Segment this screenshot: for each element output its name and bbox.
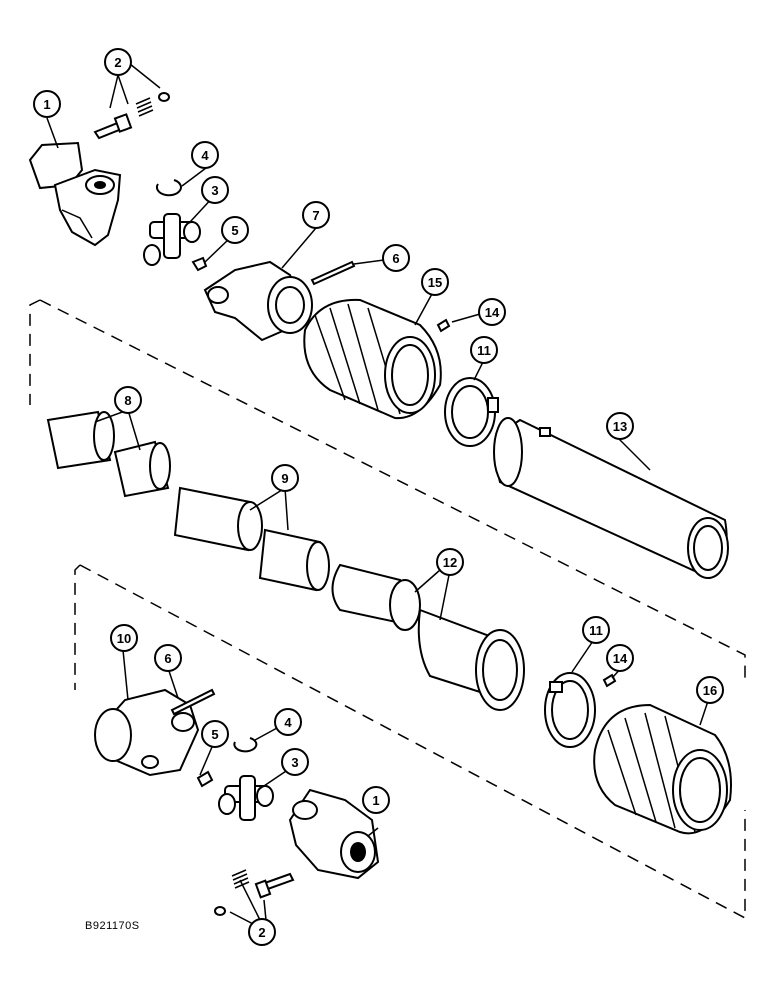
dashed-group-outline-upper (29, 299, 746, 678)
callout-number: 12 (443, 555, 457, 570)
callout-number: 6 (164, 651, 171, 666)
callout-bubble: 11 (582, 616, 610, 644)
leader-lines (46, 63, 711, 926)
callout-number: 4 (201, 148, 209, 163)
dashed-group-outline-lower (74, 564, 746, 920)
part-bellows-upper (303, 298, 442, 420)
part-inner-yoke-upper (203, 260, 313, 342)
callout-bubble: 5 (201, 720, 229, 748)
part-cross-lower (218, 775, 274, 821)
callout-bubble: 6 (382, 244, 410, 272)
callout-number: 11 (477, 343, 491, 358)
part-profile-tube-9 (173, 486, 330, 592)
callout-bubble: 3 (201, 176, 229, 204)
part-inner-yoke-lower (94, 688, 200, 777)
callout-number: 4 (284, 715, 292, 730)
part-pin-upper (310, 260, 356, 286)
callout-number: 1 (43, 97, 50, 112)
callout-bubble: 13 (606, 412, 634, 440)
callout-bubble: 7 (302, 201, 330, 229)
callout-bubble: 6 (154, 644, 182, 672)
callout-bubble: 4 (274, 708, 302, 736)
callout-number: 16 (703, 683, 717, 698)
part-screw-upper (436, 318, 451, 333)
callout-number: 6 (392, 251, 399, 266)
callout-number: 7 (312, 208, 319, 223)
callout-bubble: 5 (221, 216, 249, 244)
callout-bubble: 8 (114, 386, 142, 414)
callout-bubble: 2 (248, 918, 276, 946)
callout-bubble: 1 (362, 786, 390, 814)
callout-number: 8 (124, 393, 131, 408)
callout-number: 3 (291, 755, 298, 770)
part-bolt-spring-washer-upper (93, 92, 170, 140)
callout-number: 15 (428, 275, 442, 290)
callout-number: 14 (485, 305, 500, 320)
part-profile-tube-8 (46, 410, 171, 498)
part-snap-ring-lower (233, 737, 258, 753)
part-bellows-lower (593, 703, 732, 835)
callout-number: 2 (114, 55, 121, 70)
callout-bubble: 3 (281, 748, 309, 776)
part-bolt-spring-washer-lower (214, 869, 295, 916)
callout-bubble: 16 (696, 676, 724, 704)
callout-bubble: 11 (470, 336, 498, 364)
callout-number: 5 (231, 223, 238, 238)
callout-bubble: 4 (191, 141, 219, 169)
callout-bubble: 15 (421, 268, 449, 296)
part-grease-fitting-lower (196, 770, 214, 788)
callout-number: 5 (211, 727, 218, 742)
callout-number: 2 (258, 925, 265, 940)
part-yoke-lower (288, 788, 380, 880)
callout-number: 13 (613, 419, 627, 434)
callout-number: 14 (613, 651, 628, 666)
callout-bubble: 14 (606, 644, 634, 672)
part-cross-upper (143, 213, 201, 266)
callout-number: 1 (372, 793, 379, 808)
callout-number: 9 (281, 471, 288, 486)
callout-bubble: 2 (104, 48, 132, 76)
callout-number: 3 (211, 183, 218, 198)
figure-id: B921170S (85, 920, 140, 932)
callout-bubble: 10 (110, 624, 138, 652)
part-yoke-upper (28, 141, 122, 247)
callout-bubble: 9 (271, 464, 299, 492)
part-profile-tube-12 (331, 563, 525, 711)
part-pin-lower (170, 688, 216, 716)
callout-number: 11 (589, 623, 603, 638)
part-bearing-ring-upper (444, 377, 499, 447)
part-grease-fitting-upper (191, 256, 208, 272)
callout-bubble: 14 (478, 298, 506, 326)
callout-bubble: 1 (33, 90, 61, 118)
callout-bubble: 12 (436, 548, 464, 576)
part-guard-tube (493, 417, 729, 580)
part-bearing-ring-lower (544, 672, 596, 748)
part-snap-ring-upper (155, 179, 182, 197)
callout-number: 10 (117, 631, 131, 646)
